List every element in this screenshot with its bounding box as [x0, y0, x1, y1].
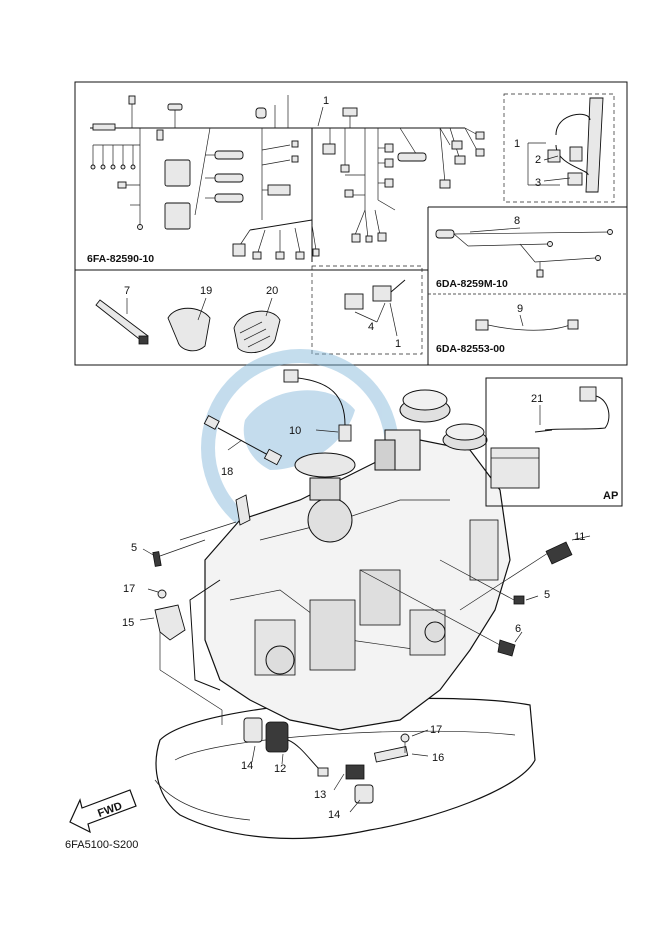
label-harness-1: 1 [323, 95, 329, 107]
sensor-10 [283, 369, 352, 442]
label-relay-1: 1 [395, 338, 401, 350]
code-6fa-82590: 6FA-82590-10 [87, 253, 154, 265]
ap-box-frame [485, 377, 623, 507]
upper-frame [74, 81, 628, 366]
label-relay-4: 4 [368, 321, 374, 333]
label-sub-3: 3 [535, 177, 541, 189]
code-6da-8259m: 6DA-8259M-10 [436, 278, 508, 290]
callout-18: 18 [221, 466, 233, 478]
callout-12: 12 [274, 763, 286, 775]
callout-16: 16 [432, 752, 444, 764]
clip-parts [95, 299, 281, 354]
engine-block [154, 389, 536, 839]
sub-box-relay [311, 265, 423, 355]
callout-5-right: 5 [544, 589, 550, 601]
ap-part-21 [490, 386, 610, 489]
callout-6: 6 [515, 623, 521, 635]
wire-harness [90, 95, 485, 262]
sub-box-sensors [503, 93, 615, 203]
harness-8-9-parts [435, 229, 613, 331]
label-ap: AP [603, 490, 618, 502]
label-part-9: 9 [517, 303, 523, 315]
rod-18 [203, 415, 283, 466]
label-part-7: 7 [124, 285, 130, 297]
callout-5-left: 5 [131, 542, 137, 554]
right-fasteners [359, 535, 591, 657]
callout-14-left: 14 [241, 760, 253, 772]
label-part-8: 8 [514, 215, 520, 227]
callout-14-bottom: 14 [328, 809, 340, 821]
callout-10: 10 [289, 425, 301, 437]
sensor-harness-sub [527, 97, 604, 193]
callout-17-left: 17 [123, 583, 135, 595]
label-sub-1: 1 [514, 138, 520, 150]
fwd-arrow-icon: FWD [69, 789, 137, 834]
lower-parts [243, 717, 429, 813]
label-part-19: 19 [200, 285, 212, 297]
callout-11: 11 [574, 531, 585, 543]
label-part-21: 21 [531, 393, 543, 405]
relay-parts [344, 279, 406, 337]
callout-15: 15 [122, 617, 134, 629]
label-sub-2: 2 [535, 154, 541, 166]
label-part-20: 20 [266, 285, 278, 297]
callout-13: 13 [314, 789, 326, 801]
code-6da-82553: 6DA-82553-00 [436, 343, 505, 355]
callout-17-bottom: 17 [430, 724, 442, 736]
drawing-code: 6FA5100-S200 [65, 839, 138, 851]
left-fasteners [139, 494, 251, 725]
